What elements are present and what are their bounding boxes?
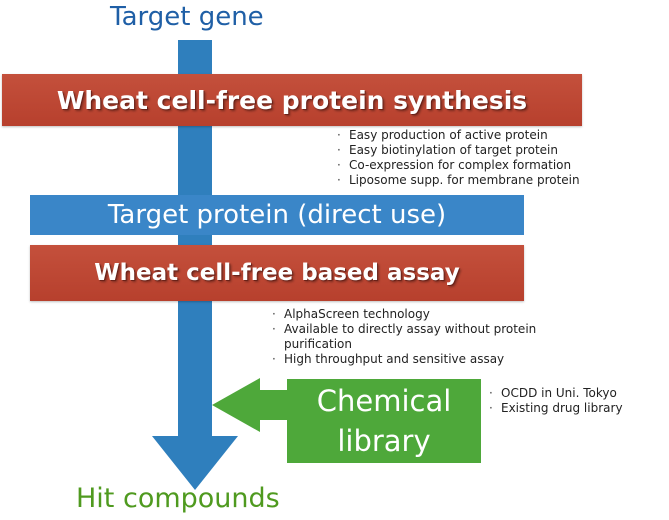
assay-banner: Wheat cell-free based assay xyxy=(30,245,524,301)
assay-banner-label: Wheat cell-free based assay xyxy=(94,260,460,286)
chemical-library-line1: Chemical xyxy=(316,384,452,418)
list-item: Liposome supp. for membrane protein xyxy=(337,173,637,188)
list-item: Easy biotinylation of target protein xyxy=(337,143,637,158)
list-item: Easy production of active protein xyxy=(337,128,637,143)
synthesis-banner: Wheat cell-free protein synthesis xyxy=(2,74,582,126)
synthesis-banner-label: Wheat cell-free protein synthesis xyxy=(56,85,528,115)
library-notes-list: OCDD in Uni. Tokyo Existing drug library xyxy=(489,386,664,416)
target-protein-banner: Target protein (direct use) xyxy=(30,195,524,235)
list-item: OCDD in Uni. Tokyo xyxy=(489,386,664,401)
hit-compounds-label: Hit compounds xyxy=(76,483,280,514)
list-item: Existing drug library xyxy=(489,401,664,416)
chemical-library-box: Chemical library xyxy=(287,379,481,463)
main-arrow-head xyxy=(152,436,238,490)
list-item: High throughput and sensitive assay xyxy=(272,352,562,367)
chemical-library-line2: library xyxy=(337,424,431,458)
synthesis-notes-list: Easy production of active protein Easy b… xyxy=(337,128,637,188)
assay-notes-list: AlphaScreen technology Available to dire… xyxy=(272,307,562,367)
list-item: Available to directly assay without prot… xyxy=(272,322,562,352)
library-pointer-arrow xyxy=(212,378,292,432)
target-protein-label: Target protein (direct use) xyxy=(107,200,447,230)
list-item: Co-expression for complex formation xyxy=(337,158,637,173)
list-item: AlphaScreen technology xyxy=(272,307,562,322)
diagram-title: Target gene xyxy=(110,2,264,32)
